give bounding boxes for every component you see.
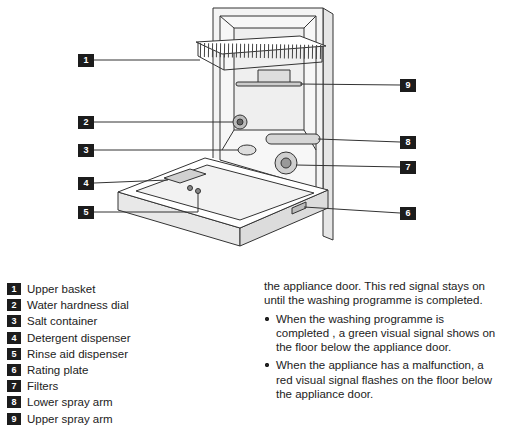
leader-line bbox=[304, 207, 400, 213]
callout-number: 6 bbox=[7, 364, 21, 376]
legend-item-box: 8Lower spray arm bbox=[7, 396, 21, 408]
rinse-aid-cap bbox=[196, 189, 201, 194]
legend-item-box: 2Water hardness dial bbox=[7, 299, 21, 311]
leader-line bbox=[94, 122, 233, 123]
legend-item-box: 7Filters bbox=[7, 380, 21, 392]
callout-box: 9 bbox=[400, 79, 416, 92]
part-name: Upper spray arm bbox=[27, 412, 113, 426]
detergent-dispenser bbox=[164, 169, 206, 183]
bullet-note: When the appliance has a malfunction, a … bbox=[264, 358, 498, 401]
legend-item-box: 4Detergent dispenser bbox=[7, 332, 21, 344]
tub-edge bbox=[220, 16, 234, 28]
bullet-note: When the washing programme is completed … bbox=[264, 312, 498, 355]
leader-line bbox=[94, 150, 238, 151]
callout-number: 9 bbox=[400, 79, 416, 92]
callout-number: 8 bbox=[400, 136, 416, 149]
callout-number: 6 bbox=[400, 207, 416, 220]
leader-line bbox=[300, 84, 400, 85]
filter-core bbox=[281, 158, 291, 168]
basket-wire bbox=[322, 46, 323, 62]
legend-item-box: 3Salt container bbox=[7, 315, 21, 327]
upper-spray-arm bbox=[236, 82, 302, 86]
callout-number: 7 bbox=[400, 161, 416, 174]
callout-box: 6 bbox=[400, 207, 416, 220]
callout-number: 5 bbox=[78, 206, 94, 219]
rinse-aid-cap bbox=[188, 186, 193, 191]
callout-number: 4 bbox=[78, 177, 94, 190]
part-name: Water hardness dial bbox=[27, 298, 129, 312]
notes-column: the appliance door. This red signal stay… bbox=[264, 279, 498, 405]
callout-number: 2 bbox=[78, 116, 94, 129]
basket-wire bbox=[224, 54, 225, 70]
leader-line bbox=[94, 60, 200, 61]
legend-item-box: 5Rinse aid dispenser bbox=[7, 348, 21, 360]
part-name: Upper basket bbox=[27, 282, 95, 296]
leader-line bbox=[318, 139, 400, 142]
leader-line bbox=[296, 165, 400, 167]
part-name: Rating plate bbox=[27, 363, 88, 377]
legend-item-box: 1Upper basket bbox=[7, 283, 21, 295]
callout-number: 8 bbox=[7, 396, 21, 408]
callout-box: 3 bbox=[78, 144, 94, 157]
legend-item-box: 9Upper spray arm bbox=[7, 413, 21, 425]
filter bbox=[275, 152, 297, 174]
callout-number: 1 bbox=[78, 54, 94, 67]
callout-box: 5 bbox=[78, 206, 94, 219]
legend-item-box: 6Rating plate bbox=[7, 364, 21, 376]
part-name: Salt container bbox=[27, 314, 97, 328]
basket-rim bbox=[196, 36, 326, 54]
part-name: Detergent dispenser bbox=[27, 331, 131, 345]
note-text: the appliance door. This red signal stay… bbox=[264, 279, 498, 308]
callout-number: 9 bbox=[7, 413, 21, 425]
leader-line bbox=[94, 193, 198, 212]
callout-box: 1 bbox=[78, 54, 94, 67]
rating-plate bbox=[292, 202, 306, 214]
tub-edge bbox=[222, 130, 234, 150]
part-name: Rinse aid dispenser bbox=[27, 347, 128, 361]
callout-number: 3 bbox=[7, 315, 21, 327]
callout-number: 2 bbox=[7, 299, 21, 311]
part-name: Lower spray arm bbox=[27, 395, 113, 409]
leader-line bbox=[94, 180, 168, 183]
door-inner bbox=[118, 158, 328, 228]
hardness-dial bbox=[233, 115, 247, 129]
callout-number: 4 bbox=[7, 332, 21, 344]
lower-spray-arm bbox=[266, 134, 320, 144]
basket-tines bbox=[200, 50, 322, 52]
part-name: Filters bbox=[27, 379, 58, 393]
hardness-dial-knob bbox=[237, 119, 243, 125]
callout-box: 7 bbox=[400, 161, 416, 174]
callout-box: 8 bbox=[400, 136, 416, 149]
callout-number: 7 bbox=[7, 380, 21, 392]
callout-number: 5 bbox=[7, 348, 21, 360]
callout-box: 2 bbox=[78, 116, 94, 129]
basket-wire bbox=[198, 42, 199, 56]
basket-bottom bbox=[198, 56, 322, 70]
callout-number: 1 bbox=[7, 283, 21, 295]
callout-box: 4 bbox=[78, 177, 94, 190]
callout-number: 3 bbox=[78, 144, 94, 157]
tub-edge bbox=[304, 16, 316, 28]
salt-container bbox=[238, 145, 256, 155]
